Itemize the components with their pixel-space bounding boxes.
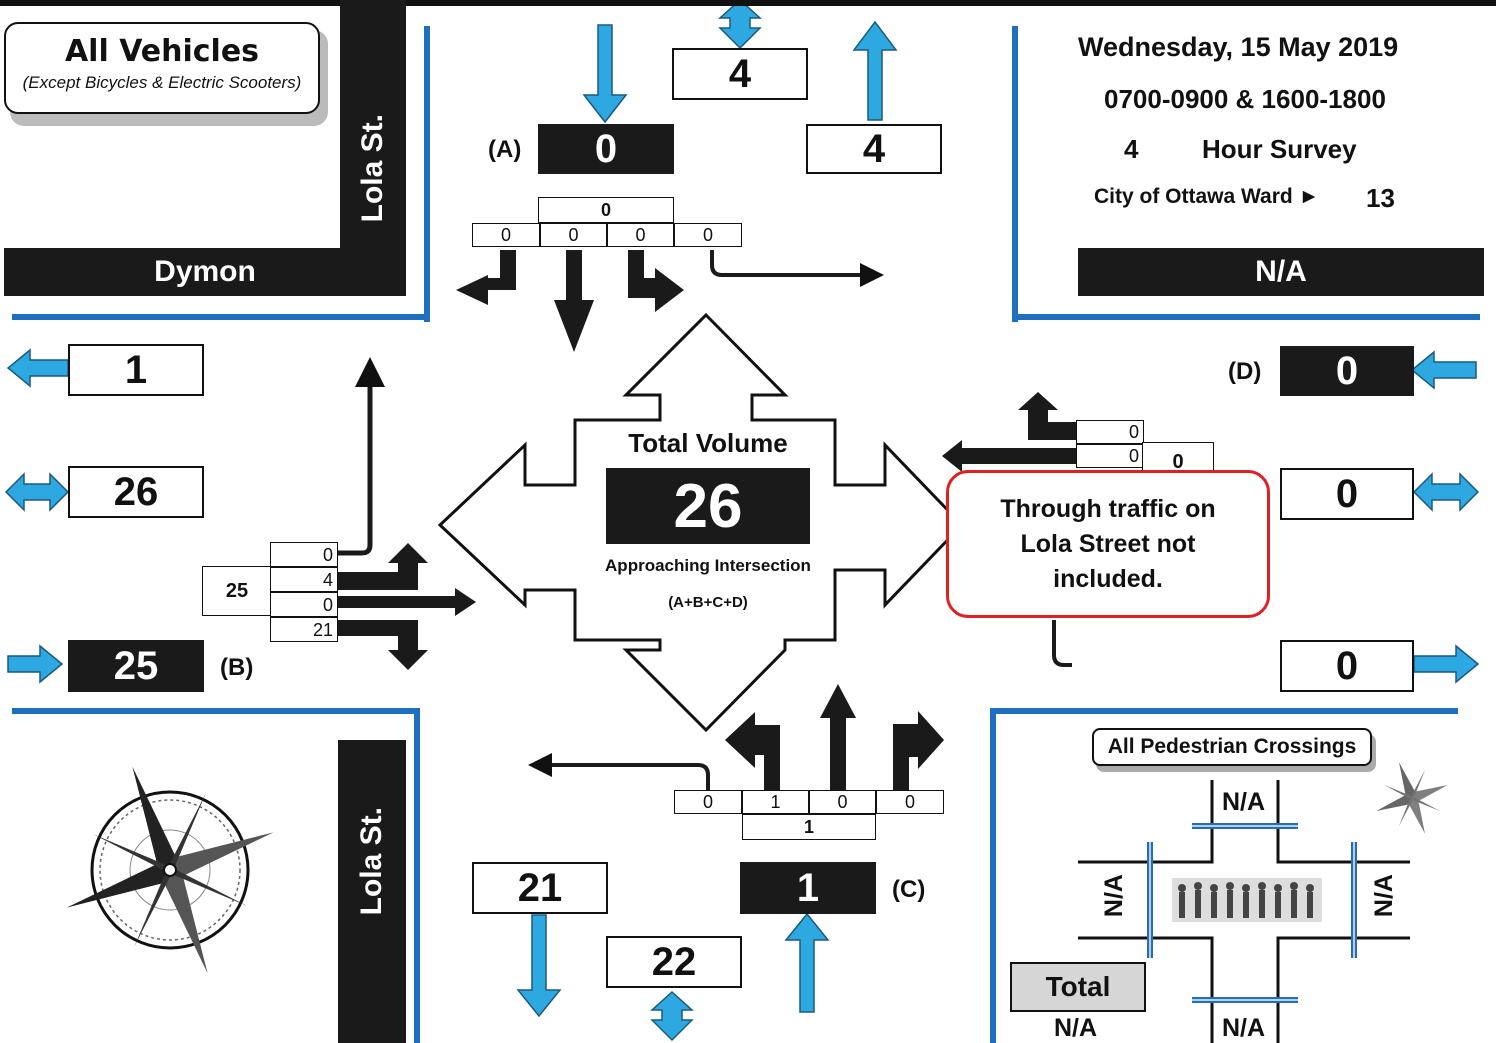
east-movement-cell: 0 xyxy=(1076,420,1144,444)
pedestrian-intersection xyxy=(1078,780,1410,1043)
north-departing-volume: 4 xyxy=(806,124,942,174)
pedestrian-east: N/A xyxy=(1370,874,1398,918)
north-movement-total: 0 xyxy=(538,197,674,223)
west-movement-cell: 0 xyxy=(270,542,338,567)
north-street-name: Lola St. xyxy=(356,113,389,223)
total-volume-title: Total Volume xyxy=(628,428,788,458)
road-edge xyxy=(12,314,430,320)
south-approach-volume: 1 xyxy=(740,862,876,914)
legend-subtitle: (Except Bicycles & Electric Scooters) xyxy=(22,73,302,92)
pedestrian-total-label: Total xyxy=(1010,962,1146,1012)
east-depart-arrow xyxy=(1413,644,1480,684)
pedestrian-north: N/A xyxy=(1222,788,1266,816)
east-approach-label: (D) xyxy=(1228,358,1262,385)
road-edge xyxy=(424,26,430,322)
south-approach-arrow xyxy=(784,912,830,1013)
total-volume-formula: (A+B+C+D) xyxy=(668,594,748,611)
north-street-bar: Lola St. xyxy=(340,0,406,296)
south-movement-cell: 0 xyxy=(809,790,876,814)
road-edge xyxy=(1012,26,1018,322)
survey-hours-label: Hour Survey xyxy=(1202,134,1357,164)
pedestrian-west: N/A xyxy=(1100,874,1128,918)
west-street-name: Dymon xyxy=(4,248,406,296)
west-total-arrow xyxy=(4,472,70,512)
pedestrian-title: All Pedestrian Crossings xyxy=(1092,728,1372,766)
top-border xyxy=(0,0,1496,6)
ward-label: City of Ottawa Ward ► xyxy=(1094,185,1320,208)
east-departing-volume: 0 xyxy=(1280,640,1414,692)
road-edge xyxy=(414,708,420,1043)
west-depart-arrow xyxy=(6,348,69,388)
road-edge xyxy=(990,708,996,1043)
north-approach-arrow xyxy=(582,24,628,124)
west-approach-volume: 25 xyxy=(68,640,204,692)
compass-rose-large xyxy=(66,766,274,974)
north-movement-cell: 0 xyxy=(674,223,742,247)
road-edge xyxy=(12,708,420,714)
south-total-arrow xyxy=(650,990,694,1042)
road-edge xyxy=(1012,314,1480,320)
east-total-arrow xyxy=(1412,472,1480,512)
north-depart-arrow xyxy=(852,20,898,121)
west-movement-cell: 4 xyxy=(270,567,338,592)
west-movement-total: 25 xyxy=(202,566,272,616)
north-movement-cell: 0 xyxy=(472,223,540,247)
survey-date: Wednesday, 15 May 2019 xyxy=(1078,32,1399,62)
south-movement-total: 1 xyxy=(742,814,876,840)
pedestrian-crosswalks xyxy=(1147,823,1357,1003)
north-approach-label: (A) xyxy=(488,136,522,163)
pedestrian-south: N/A xyxy=(1222,1014,1266,1042)
total-volume-subtitle: Approaching Intersection xyxy=(605,556,811,575)
legend-title: All Vehicles xyxy=(64,34,260,69)
through-traffic-note: Through traffic on Lola Street not inclu… xyxy=(946,470,1270,618)
north-approach-volume: 0 xyxy=(538,124,674,174)
survey-hours: 4 xyxy=(1124,134,1139,164)
ward-number: 13 xyxy=(1366,183,1395,213)
north-total-volume: 4 xyxy=(672,48,808,100)
south-departing-volume: 21 xyxy=(472,862,608,914)
north-total-arrow xyxy=(718,0,762,50)
west-total-volume: 26 xyxy=(68,466,204,518)
east-street-name: N/A xyxy=(1078,248,1484,296)
west-movement-cell: 0 xyxy=(270,592,338,617)
south-movement-cell: 0 xyxy=(674,790,742,814)
west-movement-cell: 21 xyxy=(270,617,338,642)
south-total-volume: 22 xyxy=(606,936,742,988)
survey-periods: 0700-0900 & 1600-1800 xyxy=(1104,84,1386,114)
west-approach-arrow xyxy=(7,644,64,684)
south-movement-cell: 1 xyxy=(742,790,809,814)
south-depart-arrow xyxy=(516,914,562,1018)
legend-box: All Vehicles (Except Bicycles & Electric… xyxy=(4,22,320,114)
pedestrian-total-value: N/A xyxy=(1054,1014,1098,1042)
south-street-bar: Lola St. xyxy=(338,740,406,1043)
road-edge xyxy=(990,708,1458,714)
east-total-volume: 0 xyxy=(1280,468,1414,520)
total-volume-value: 26 xyxy=(606,468,810,544)
west-departing-volume: 1 xyxy=(68,344,204,396)
east-approach-volume: 0 xyxy=(1280,346,1414,396)
compass-rose-small xyxy=(1376,762,1448,834)
north-movement-cell: 0 xyxy=(540,223,607,247)
south-approach-label: (C) xyxy=(892,876,926,903)
north-movement-cell: 0 xyxy=(607,223,674,247)
east-approach-arrow xyxy=(1410,350,1477,390)
east-movement-cell: 0 xyxy=(1076,444,1144,468)
west-approach-label: (B) xyxy=(220,654,254,681)
pedestrian-crowd-icon xyxy=(1172,878,1322,922)
south-movement-cell: 0 xyxy=(876,790,944,814)
south-street-name: Lola St. xyxy=(355,807,388,916)
